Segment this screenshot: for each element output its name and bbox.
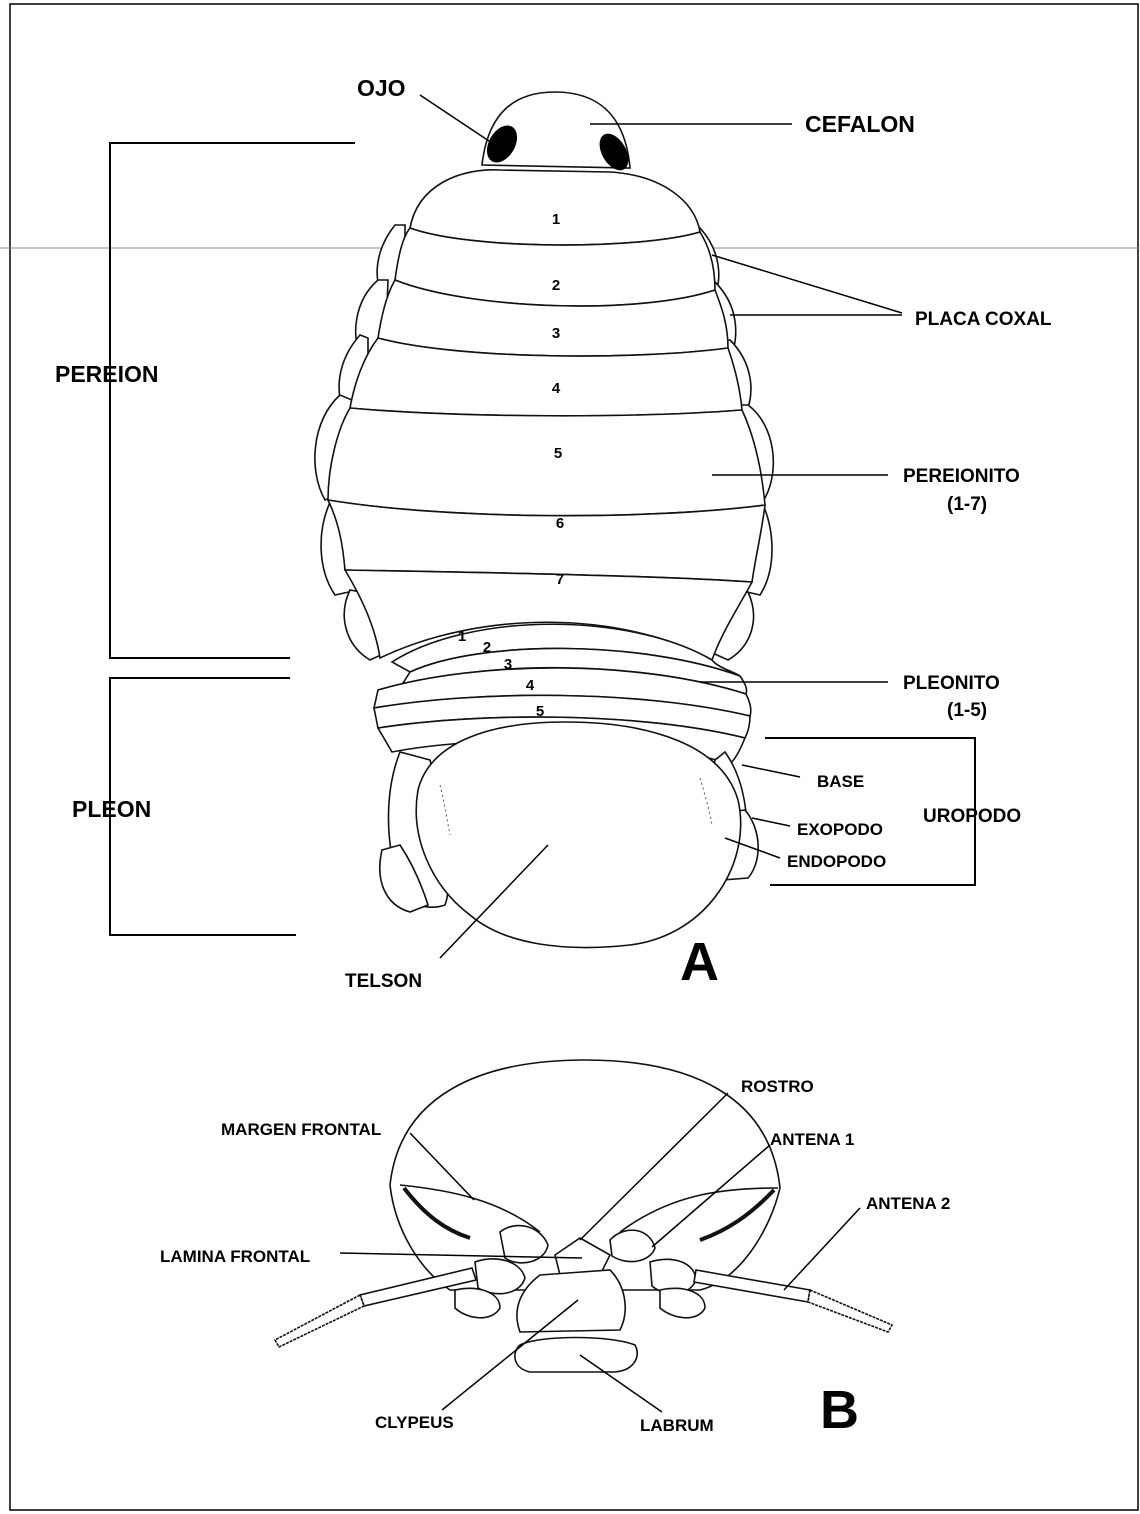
label-pereionito-range: (1-7) [947, 494, 987, 515]
panel-letter-b: B [820, 1380, 859, 1440]
exopodo-leader [752, 818, 790, 826]
label-uropodo: UROPODO [923, 806, 1021, 827]
pleonite-number-3: 3 [504, 656, 512, 673]
label-cefalon: CEFALON [805, 111, 915, 137]
ojo-leader [420, 95, 492, 143]
label-clypeus: CLYPEUS [375, 1413, 454, 1432]
placa-coxal-leader-1 [712, 255, 902, 313]
pereionite-number-1: 1 [552, 211, 560, 228]
pleonite-number-2: 2 [483, 639, 491, 656]
label-labrum: LABRUM [640, 1416, 714, 1435]
label-pleonito: PLEONITO [903, 673, 1000, 694]
label-antena-2: ANTENA 2 [866, 1194, 950, 1213]
pereionite-1-shape [410, 170, 700, 245]
pereionite-number-6: 6 [556, 515, 564, 532]
label-endopodo: ENDOPODO [787, 852, 886, 871]
pleonite-number-4: 4 [526, 677, 535, 694]
label-base: BASE [817, 772, 864, 791]
label-ojo: OJO [357, 75, 406, 101]
label-exopodo: EXOPODO [797, 820, 883, 839]
pereionite-number-3: 3 [552, 325, 560, 342]
label-margen-frontal: MARGEN FRONTAL [221, 1120, 381, 1139]
antena-2-leader [784, 1208, 860, 1290]
panel-letter-a: A [680, 932, 719, 992]
pereionite-number-5: 5 [554, 445, 562, 462]
label-antena-1: ANTENA 1 [770, 1130, 854, 1149]
pleonite-number-5: 5 [536, 703, 544, 720]
telson-shape [416, 722, 740, 947]
label-pereionito: PEREIONITO [903, 466, 1020, 487]
pereionite-5-shape [328, 408, 765, 516]
label-pleon: PLEON [72, 796, 151, 822]
dorsal-view-drawing [315, 92, 773, 947]
frontal-view-drawing [275, 1060, 892, 1372]
pereion-bracket [110, 143, 355, 658]
label-placa-coxal: PLACA COXAL [915, 309, 1052, 330]
base-leader [742, 765, 800, 777]
label-telson: TELSON [345, 971, 422, 992]
pereionite-number-7: 7 [556, 571, 564, 588]
pereionite-number-2: 2 [552, 277, 560, 294]
pleonite-number-1: 1 [458, 628, 466, 645]
label-lamina-frontal: LAMINA FRONTAL [160, 1247, 310, 1266]
label-pereion: PEREION [55, 361, 159, 387]
label-rostro: ROSTRO [741, 1077, 814, 1096]
pereionite-number-4: 4 [552, 380, 561, 397]
label-pleonito-range: (1-5) [947, 700, 987, 721]
labrum-shape [515, 1338, 637, 1373]
